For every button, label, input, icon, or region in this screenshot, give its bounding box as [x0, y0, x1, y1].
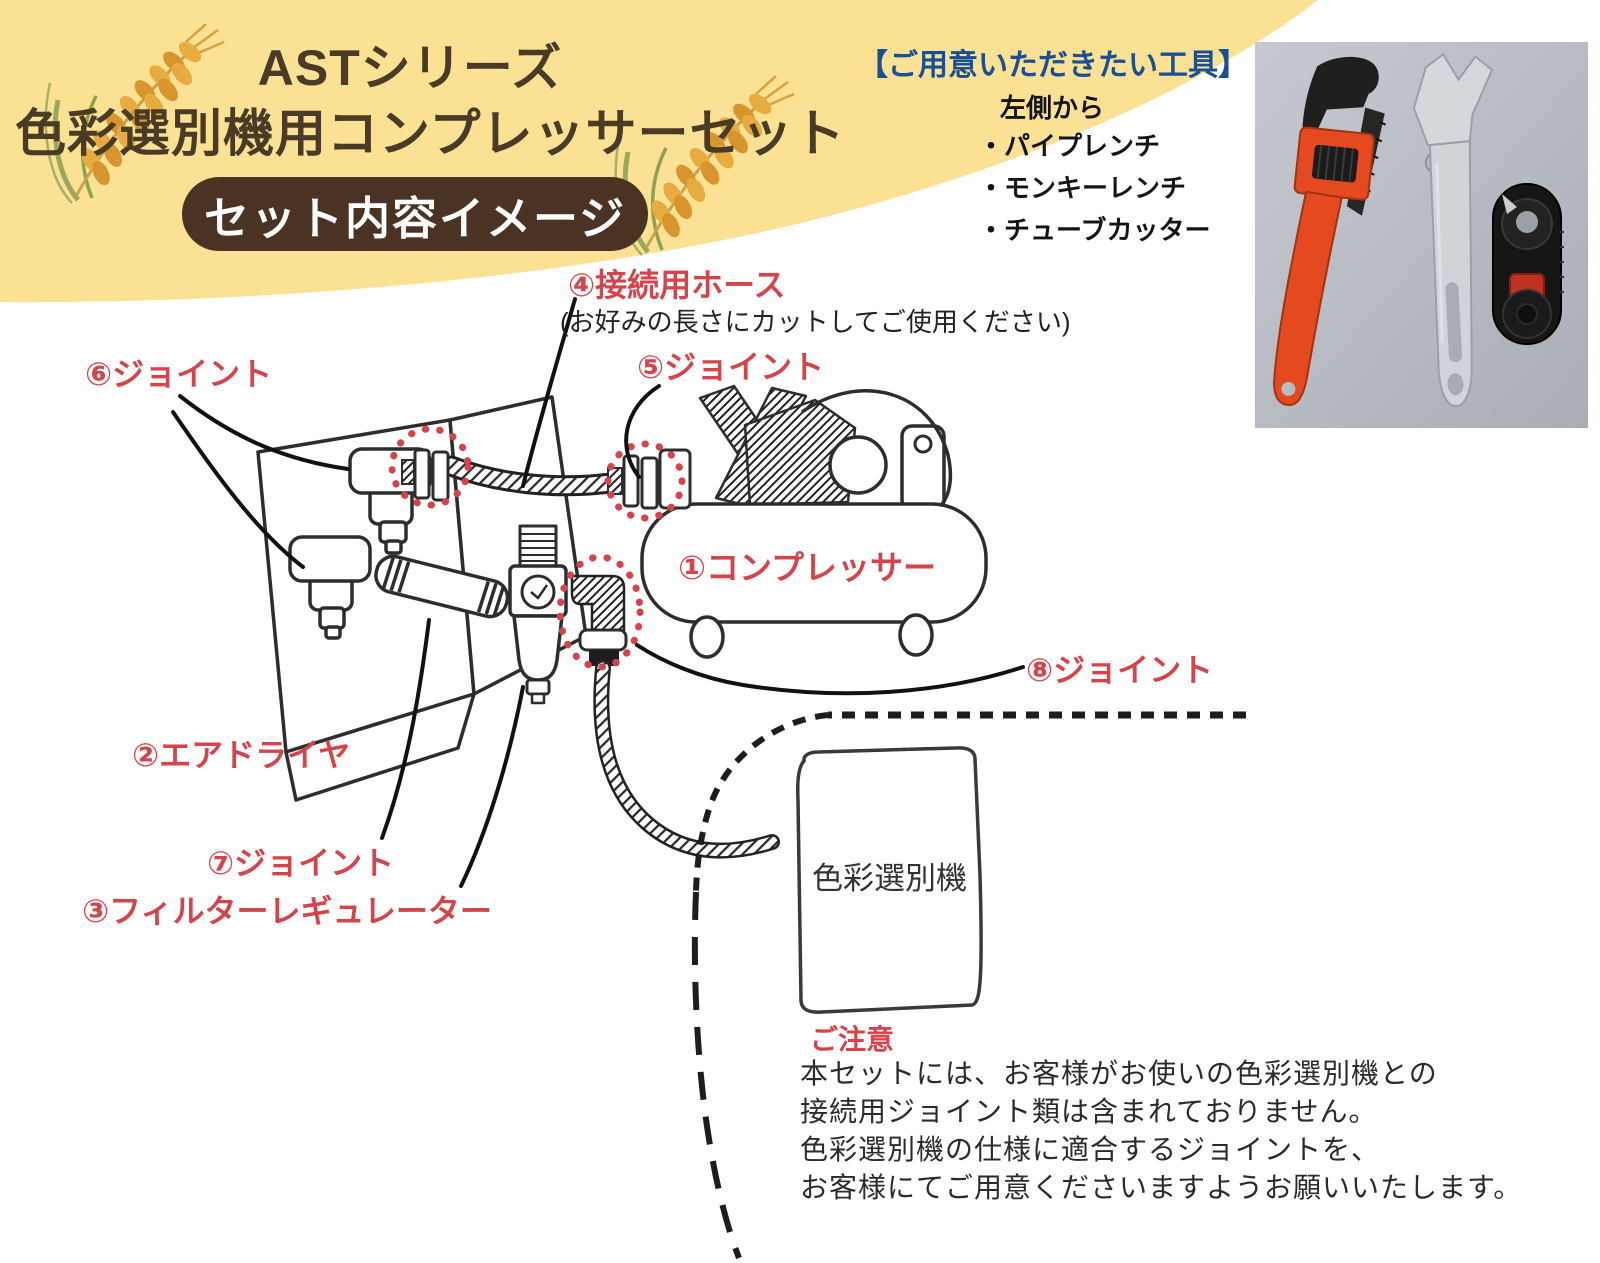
title-line1: ASTシリーズ — [257, 40, 563, 96]
joint8-elbow — [570, 574, 628, 666]
notice-line-2: 接続用ジョイント類は含まれておりません。 — [800, 1096, 1378, 1127]
label-joint5: ⑤ジョイント — [637, 349, 825, 385]
label-air-dryer: ②エアドライヤ — [132, 737, 351, 773]
label-color-sorter: 色彩選別機 — [812, 861, 967, 896]
tool-item-adjustable-wrench: ・モンキーレンチ — [978, 173, 1187, 203]
joint-highlight-circles — [388, 425, 686, 671]
set-contents-badge: セット内容イメージ — [182, 177, 648, 251]
notice-line-1: 本セットには、お客様がお使いの色彩選別機との — [800, 1058, 1438, 1089]
filter-regulator-sketch — [508, 524, 568, 705]
pipe-to-regulator — [374, 554, 510, 619]
tool-item-tube-cutter: ・チューブカッター — [978, 215, 1211, 245]
sorter-box-sketch — [796, 746, 983, 1014]
hose-to-sorter — [593, 660, 780, 859]
label-filter-regulator: ③フィルターレギュレーター — [82, 893, 492, 929]
title-line2: 色彩選別機用コンプレッサーセット — [15, 105, 846, 162]
label-joint7: ⑦ジョイント — [207, 845, 395, 881]
adjustable-wrench-icon — [1412, 52, 1494, 408]
tools-photo — [1255, 42, 1588, 428]
notice-line-4: お客様にてご用意くださいますようお願いいたします。 — [800, 1172, 1523, 1203]
wheat-left-icon — [44, 23, 225, 204]
label-hose-note: (お好みの長さにカットしてご使用ください) — [560, 307, 1071, 337]
tube-cutter-icon — [1492, 183, 1564, 345]
callout-lines — [171, 297, 1025, 888]
label-joint8: ⑧ジョイント — [1026, 652, 1214, 688]
compressor-tank — [640, 502, 988, 624]
notice-line-3: 色彩選別機の仕様に適合するジョイントを、 — [800, 1134, 1381, 1165]
set-contents-badge-label: セット内容イメージ — [203, 192, 627, 244]
joint5-connector — [607, 448, 692, 510]
joint6-connector — [401, 448, 450, 502]
label-hose: ④接続用ホース — [568, 267, 786, 303]
compressor-sketch — [640, 384, 988, 659]
tool-item-pipe-wrench: ・パイプレンチ — [978, 131, 1161, 161]
tools-heading: 【ご用意いただきたい工具】 — [858, 49, 1248, 82]
tools-intro: 左側から — [1000, 93, 1105, 123]
connection-hose — [440, 455, 629, 497]
boundary-dashed-line — [691, 711, 1246, 1260]
label-joint6: ⑥ジョイント — [85, 356, 273, 392]
pipe-wrench-icon — [1273, 56, 1387, 407]
label-compressor: ①コンプレッサー — [678, 549, 936, 586]
elbow-joint-lower — [288, 535, 372, 640]
notice-heading: ご注意 — [810, 1024, 895, 1055]
